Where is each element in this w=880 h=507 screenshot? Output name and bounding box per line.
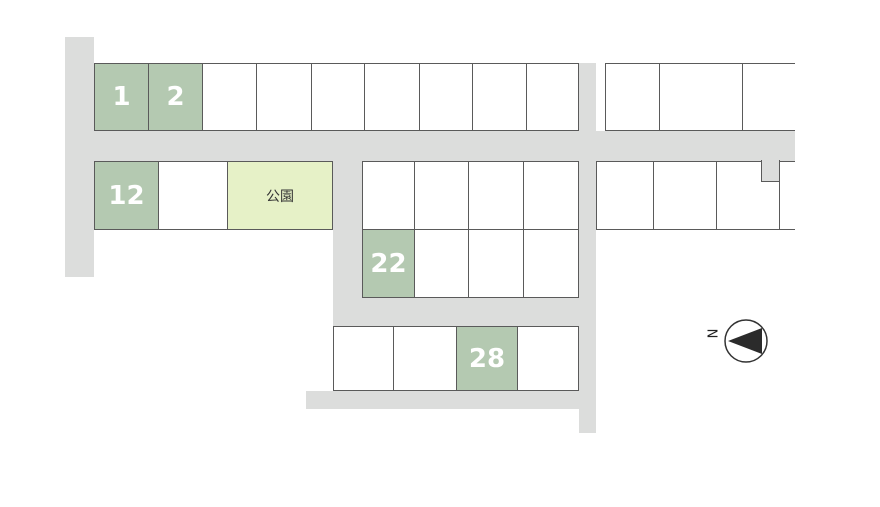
lot-number: 12: [108, 180, 145, 211]
lot[interactable]: [523, 229, 579, 298]
lot-2[interactable]: 2: [148, 63, 203, 131]
road-west-vertical: [65, 37, 94, 277]
lot[interactable]: [393, 326, 457, 391]
lot[interactable]: [472, 63, 527, 131]
compass: N: [706, 318, 770, 364]
road-vertical-east: [579, 63, 596, 433]
lot[interactable]: [517, 326, 579, 391]
lot[interactable]: [256, 63, 312, 131]
lot[interactable]: [414, 161, 469, 230]
lot[interactable]: [523, 161, 579, 230]
lot[interactable]: [202, 63, 257, 131]
lot-12[interactable]: 12: [94, 161, 159, 230]
lot[interactable]: [468, 229, 524, 298]
lot[interactable]: [419, 63, 473, 131]
north-arrow-icon: [724, 319, 768, 363]
lot-number: 28: [468, 343, 506, 374]
lot[interactable]: [605, 63, 660, 131]
lot[interactable]: [362, 161, 415, 230]
lot-number: 2: [166, 82, 185, 112]
lot[interactable]: [414, 229, 469, 298]
park-label: 公園: [266, 188, 294, 205]
lot[interactable]: [158, 161, 228, 230]
lot[interactable]: [659, 63, 743, 131]
lot[interactable]: [779, 161, 795, 230]
lot[interactable]: [364, 63, 420, 131]
lot[interactable]: [333, 326, 394, 391]
park-lot[interactable]: 公園: [227, 161, 333, 230]
lot[interactable]: [653, 161, 717, 230]
lot[interactable]: [742, 63, 795, 131]
road-horizontal-lower: [306, 391, 579, 409]
lot-number: 1: [112, 82, 131, 112]
lot-22[interactable]: 22: [362, 229, 415, 298]
lot[interactable]: [526, 63, 579, 131]
road-horizontal-upper: [94, 131, 795, 161]
road-notch: [761, 160, 780, 182]
lot[interactable]: [596, 161, 654, 230]
lot[interactable]: [468, 161, 524, 230]
lot-1[interactable]: 1: [94, 63, 149, 131]
lot-number: 22: [370, 248, 407, 279]
lot-28[interactable]: 28: [456, 326, 518, 391]
road-horizontal-middle: [362, 298, 579, 326]
lot[interactable]: [311, 63, 365, 131]
road-vertical-center: [333, 161, 362, 326]
